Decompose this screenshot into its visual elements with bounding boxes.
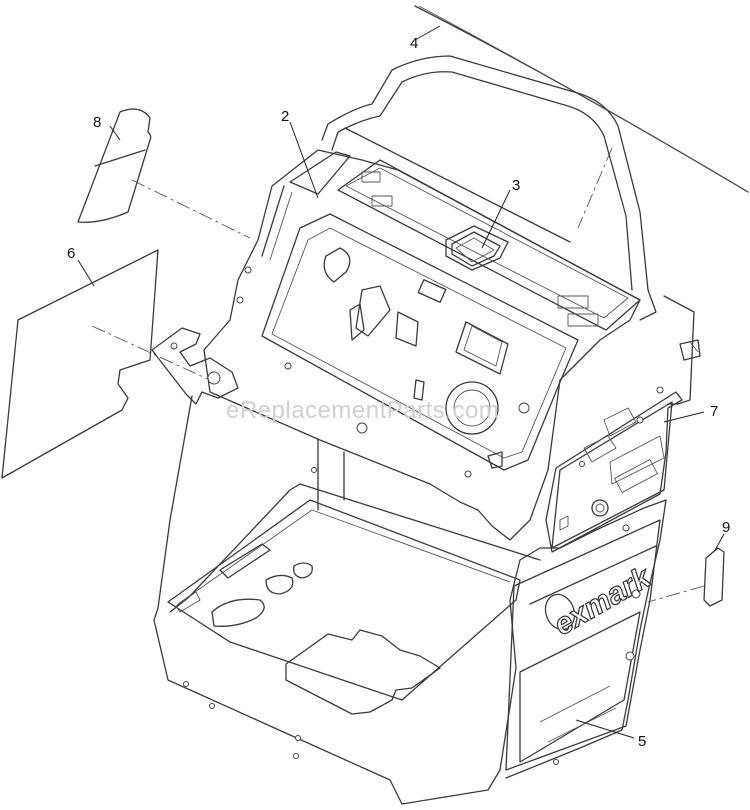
callout-8: 8	[93, 114, 101, 131]
centerlines-left	[91, 179, 251, 381]
part-9-decal	[703, 547, 725, 607]
part-4-strip	[414, 5, 749, 193]
callout-9: 9	[722, 519, 730, 536]
callout-3: 3	[512, 177, 520, 194]
callout-labels: 4 8 2 3 6 7 9 5	[67, 35, 730, 750]
callout-2: 2	[281, 108, 289, 125]
part-8-decal	[77, 108, 152, 223]
callout-6: 6	[67, 245, 75, 262]
leader-lines	[77, 25, 725, 739]
handle-bar	[321, 55, 657, 321]
part-6-panel	[1, 249, 159, 479]
part-2-console	[151, 149, 641, 541]
callout-4: 4	[410, 35, 418, 52]
part-7-side-decal	[545, 386, 683, 553]
right-post	[663, 295, 701, 405]
callout-7: 7	[710, 403, 718, 420]
part-3-lever-assembly	[361, 171, 599, 327]
frame-box	[153, 395, 667, 805]
watermark-text: eReplacementParts.com	[226, 397, 499, 424]
part-5-lower-panel	[505, 519, 661, 771]
centerline-part-9	[647, 585, 705, 603]
centerline-part-4	[577, 147, 613, 229]
console-cutouts	[236, 247, 530, 478]
callout-5: 5	[638, 733, 646, 750]
